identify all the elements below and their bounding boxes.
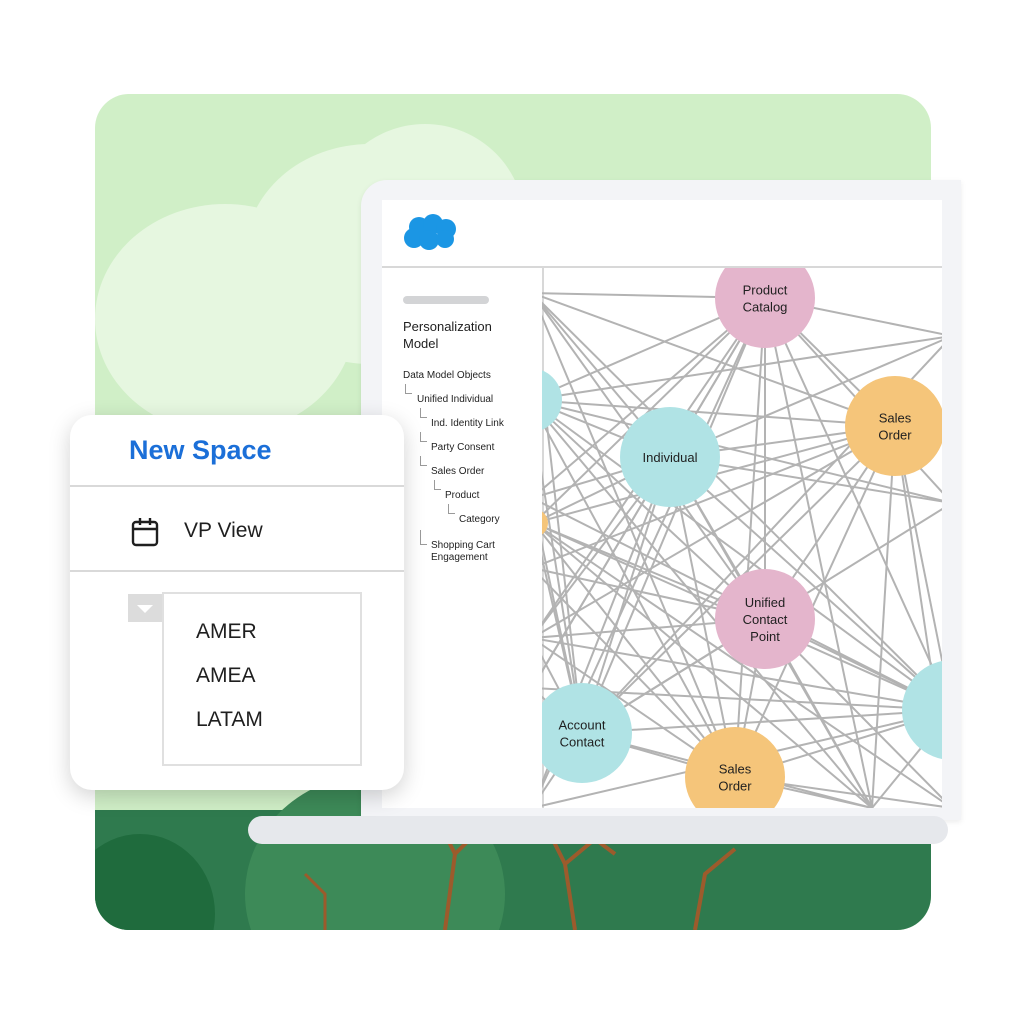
node-circle — [620, 407, 720, 507]
node-label: Product — [743, 283, 788, 298]
relationship-edge — [542, 531, 736, 778]
relationship-edge — [542, 412, 873, 808]
app-header — [382, 200, 942, 268]
node-label: Order — [878, 428, 912, 443]
node-label: Order — [718, 779, 752, 794]
relationship-edge — [542, 409, 766, 620]
relationship-edge — [669, 456, 942, 703]
region-dropdown-list: AMER AMEA LATAM — [162, 592, 362, 766]
relationship-edge — [542, 372, 583, 734]
node-label: Account — [559, 718, 606, 733]
region-option-latam[interactable]: LATAM — [196, 708, 263, 731]
node-circle — [542, 370, 562, 430]
view-option[interactable]: VP View — [184, 519, 263, 542]
node-label: Point — [750, 629, 780, 644]
panel-title: New Space — [129, 435, 272, 465]
relationship-edge — [581, 297, 766, 734]
region-option-amer[interactable]: AMER — [196, 620, 257, 643]
graph-node-edge-node-c[interactable] — [902, 660, 942, 760]
node-label: Sales — [879, 411, 912, 426]
node-circle — [542, 511, 548, 535]
chevron-down-icon — [137, 605, 153, 613]
tree-item-sales-order[interactable]: Sales Order — [431, 466, 485, 477]
relationship-edge — [871, 425, 896, 808]
model-title: Personalization Model — [403, 319, 492, 351]
relationship-edge — [542, 407, 942, 704]
relationship-edge — [542, 638, 942, 710]
relationship-edge — [894, 425, 942, 748]
relationship-edge — [542, 336, 942, 400]
tree-item-unified-individual[interactable]: Unified Individual — [417, 394, 494, 405]
tree-item-identity-link[interactable]: Ind. Identity Link — [431, 418, 504, 429]
tree-section-label: Data Model Objects — [403, 370, 491, 381]
laptop-screen: Personalization Model Data Model Objects… — [382, 200, 942, 808]
tree-connector — [434, 480, 441, 490]
relationship-edge — [764, 297, 873, 808]
relationship-edge — [542, 419, 736, 778]
relationship-edge — [542, 295, 896, 427]
divider — [70, 485, 404, 487]
tree-connector — [420, 408, 427, 418]
tree-item-category[interactable]: Category — [459, 514, 500, 525]
node-label: Catalog — [743, 300, 788, 315]
node-circle — [902, 661, 942, 759]
node-circle — [845, 376, 942, 476]
relationship-edge — [542, 301, 942, 702]
divider — [70, 570, 404, 572]
graph-node-individual[interactable]: Individual — [620, 407, 720, 507]
region-option-amea[interactable]: AMEA — [196, 664, 256, 687]
tree-item-party-consent[interactable]: Party Consent — [431, 442, 495, 453]
salesforce-cloud-icon[interactable] — [402, 212, 460, 252]
node-label: Individual — [643, 450, 698, 465]
node-label: Contact — [743, 612, 788, 627]
relationship-edge — [581, 709, 942, 734]
graph-node-edge-node-a[interactable] — [542, 368, 562, 432]
tree-item-shopping-cart[interactable]: Shopping Cart Engagement — [431, 540, 495, 563]
node-circle — [685, 727, 785, 808]
tree-connector — [448, 504, 455, 514]
node-label: Sales — [719, 762, 752, 777]
relationship-edge — [669, 339, 942, 458]
tree-item-product[interactable]: Product — [445, 490, 480, 501]
dropdown-toggle[interactable] — [128, 594, 162, 622]
relationship-edge — [542, 401, 942, 502]
tree-connector — [420, 530, 427, 545]
tree-connector — [420, 456, 427, 466]
relationship-edge — [542, 528, 873, 808]
node-label: Contact — [560, 735, 605, 750]
relationship-edge — [542, 470, 583, 734]
node-circle — [542, 683, 632, 783]
node-circle — [715, 569, 815, 669]
relationship-edge — [542, 297, 766, 491]
relationship-edge — [734, 425, 896, 778]
data-model-graph: ProductCatalogSalesOrderIndividualUnifie… — [542, 268, 942, 808]
node-label: Unified — [745, 595, 785, 610]
relationship-edge — [542, 527, 942, 803]
loading-placeholder — [403, 296, 489, 304]
calendar-icon — [131, 518, 159, 547]
new-space-panel: New Space VP View AMER AMEA LATAM — [70, 415, 404, 790]
graph-node-edge-node-b[interactable] — [542, 509, 548, 537]
relationship-edge — [542, 399, 896, 427]
tree-connector — [420, 432, 427, 442]
laptop-base — [248, 816, 948, 844]
model-navigator: Personalization Model Data Model Objects… — [382, 268, 544, 808]
tree-connector — [405, 384, 412, 394]
node-circle — [715, 268, 815, 348]
